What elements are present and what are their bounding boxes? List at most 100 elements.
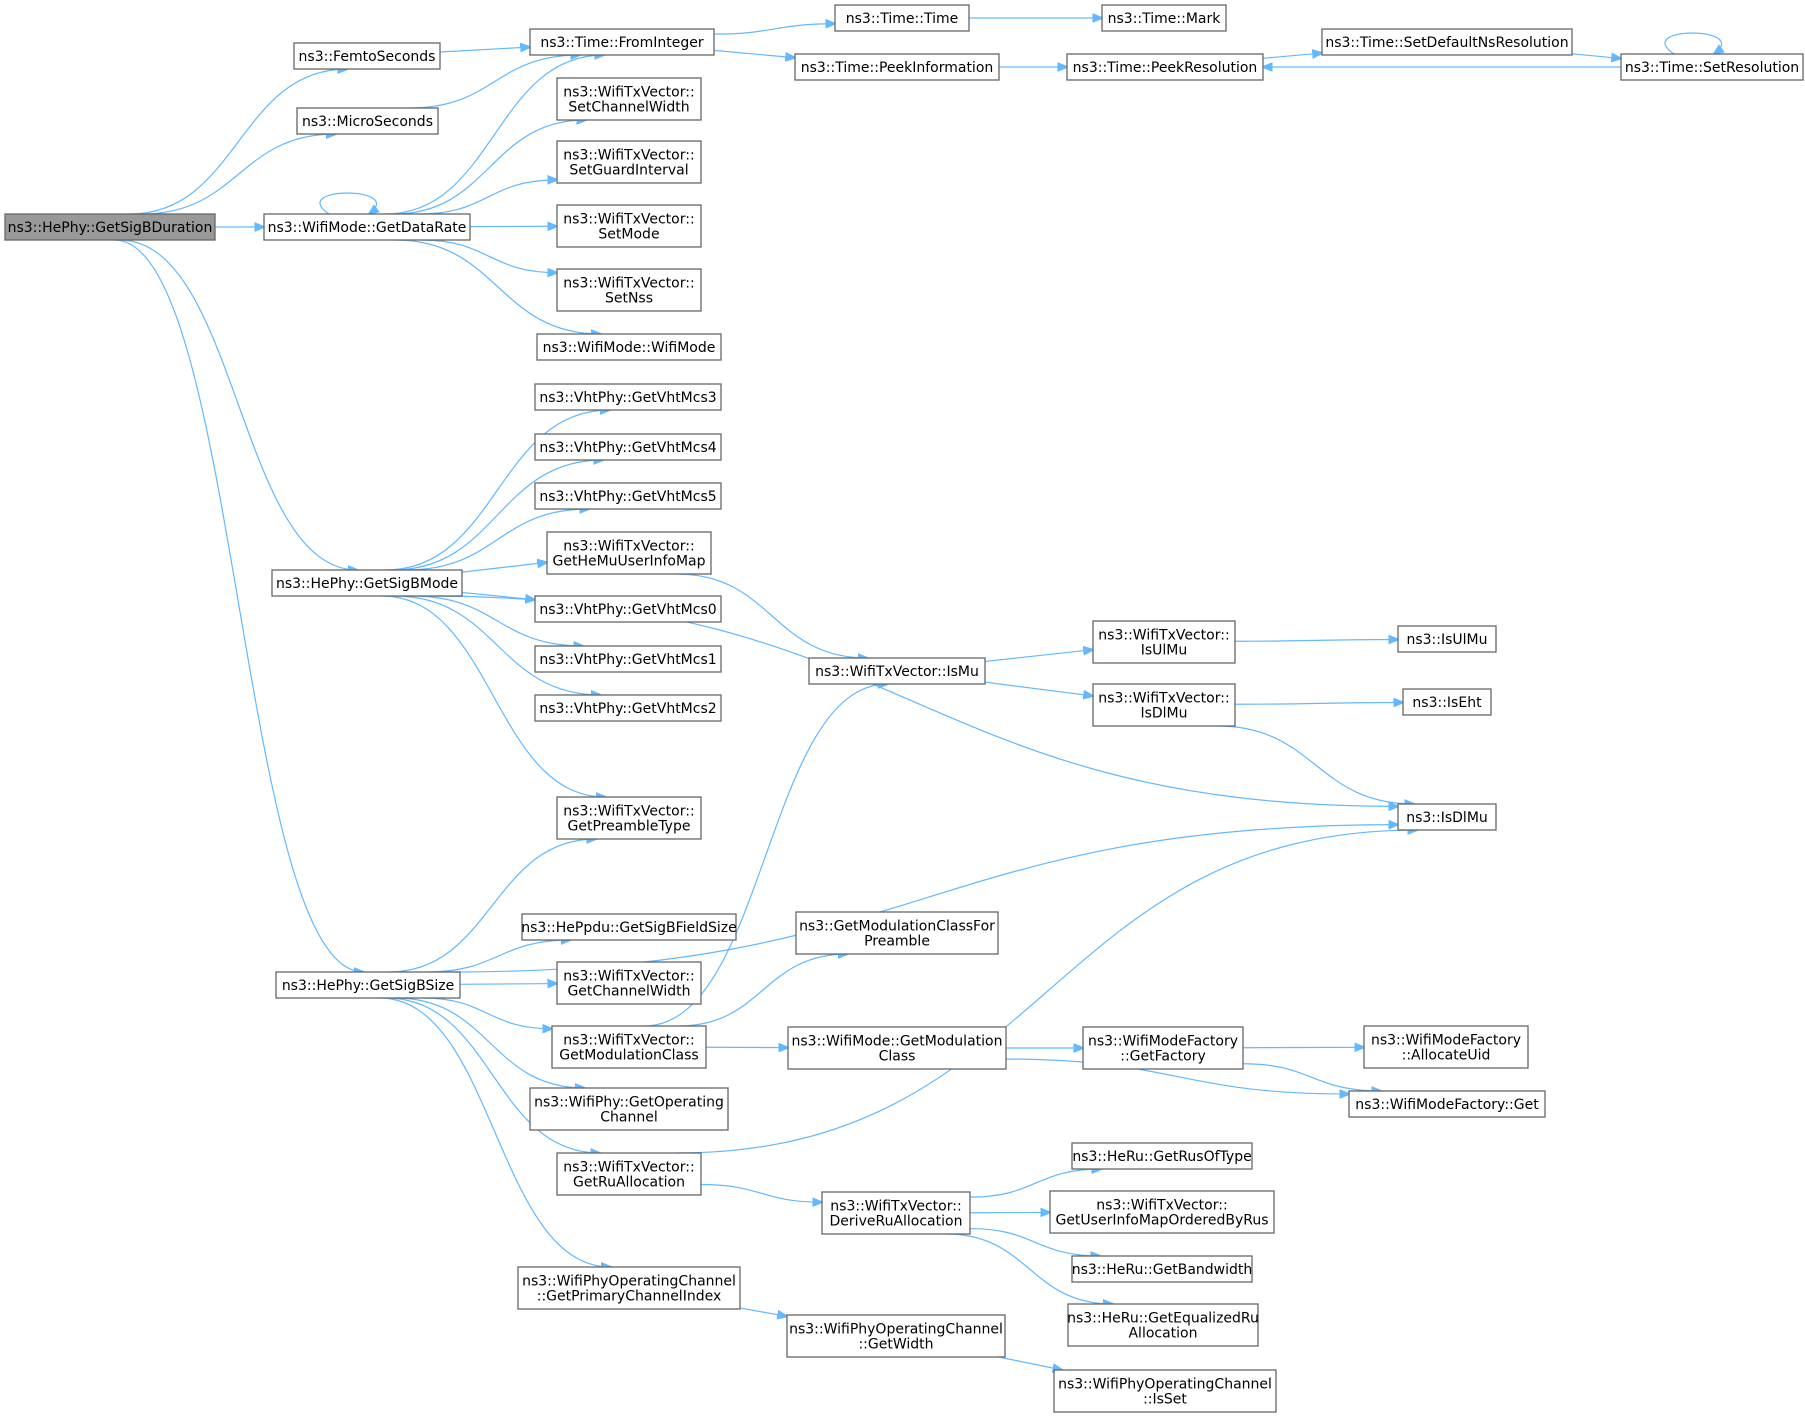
node-box[interactable] (1067, 1303, 1259, 1347)
node-box[interactable] (534, 433, 722, 461)
node-box[interactable] (534, 383, 722, 411)
node-getru[interactable]: ns3::WifiTxVector::GetRuAllocation (556, 1152, 702, 1196)
node-wmgetmod[interactable]: ns3::WifiMode::GetModulationClass (787, 1026, 1007, 1070)
node-box[interactable] (556, 140, 702, 184)
node-box[interactable] (1092, 620, 1236, 664)
node-setres[interactable]: ns3::Time::SetResolution (1620, 53, 1804, 81)
node-isset[interactable]: ns3::WifiPhyOperatingChannel::IsSet (1053, 1369, 1277, 1413)
node-box[interactable] (1066, 53, 1264, 81)
node-primidx[interactable]: ns3::WifiPhyOperatingChannel::GetPrimary… (517, 1266, 741, 1310)
node-box[interactable] (536, 333, 722, 361)
node-box[interactable] (808, 657, 986, 685)
node-wmfget[interactable]: ns3::WifiModeFactory::Get (1348, 1090, 1546, 1118)
node-box[interactable] (834, 4, 970, 32)
node-box[interactable] (556, 268, 702, 312)
node-box[interactable] (795, 911, 999, 955)
node-vht3[interactable]: ns3::VhtPhy::GetVhtMcs3 (534, 383, 722, 411)
node-box[interactable] (529, 1087, 729, 1131)
node-vht4[interactable]: ns3::VhtPhy::GetVhtMcs4 (534, 433, 722, 461)
node-peekres[interactable]: ns3::Time::PeekResolution (1066, 53, 1264, 81)
node-box[interactable] (1397, 625, 1497, 653)
node-getbw[interactable]: ns3::HeRu::GetBandwidth (1071, 1255, 1253, 1283)
node-sigbmode[interactable]: ns3::HePhy::GetSigBMode (271, 569, 463, 597)
node-allocuid[interactable]: ns3::WifiModeFactory::AllocateUid (1363, 1025, 1529, 1069)
node-box[interactable] (534, 482, 722, 510)
node-box[interactable] (534, 595, 722, 623)
node-sigbsize[interactable]: ns3::HePhy::GetSigBSize (275, 971, 461, 999)
node-box[interactable] (551, 1025, 707, 1069)
node-box[interactable] (787, 1026, 1007, 1070)
node-preamble[interactable]: ns3::WifiTxVector::GetPreambleType (556, 796, 702, 840)
node-box[interactable] (556, 961, 702, 1005)
node-box[interactable] (275, 971, 461, 999)
node-box[interactable] (521, 913, 737, 941)
node-box[interactable] (1092, 683, 1236, 727)
node-box[interactable] (263, 213, 471, 241)
node-setnss[interactable]: ns3::WifiTxVector::SetNss (556, 268, 702, 312)
node-vht0[interactable]: ns3::VhtPhy::GetVhtMcs0 (534, 595, 722, 623)
node-getuserinfo[interactable]: ns3::WifiTxVector::GetUserInfoMapOrdered… (1049, 1190, 1275, 1234)
node-mark[interactable]: ns3::Time::Mark (1101, 4, 1227, 32)
node-isulmu_v[interactable]: ns3::WifiTxVector::IsUlMu (1092, 620, 1236, 664)
node-box[interactable] (517, 1266, 741, 1310)
node-box[interactable] (1101, 4, 1227, 32)
node-box[interactable] (1082, 1026, 1244, 1070)
node-box[interactable] (4, 213, 216, 241)
node-timetime[interactable]: ns3::Time::Time (834, 4, 970, 32)
node-box[interactable] (296, 107, 439, 135)
node-ismu[interactable]: ns3::WifiTxVector::IsMu (808, 657, 986, 685)
node-box[interactable] (556, 1152, 702, 1196)
node-box[interactable] (529, 28, 715, 56)
node-box[interactable] (534, 645, 722, 673)
node-box[interactable] (1397, 803, 1497, 831)
node-box[interactable] (556, 77, 702, 121)
node-wifimode[interactable]: ns3::WifiMode::WifiMode (536, 333, 722, 361)
node-getwidth[interactable]: ns3::WifiPhyOperatingChannel::GetWidth (786, 1314, 1006, 1358)
node-box[interactable] (1053, 1369, 1277, 1413)
node-vht5[interactable]: ns3::VhtPhy::GetVhtMcs5 (534, 482, 722, 510)
node-vht2[interactable]: ns3::VhtPhy::GetVhtMcs2 (534, 694, 722, 722)
node-box[interactable] (1348, 1090, 1546, 1118)
node-box[interactable] (556, 796, 702, 840)
node-box[interactable] (271, 569, 463, 597)
node-isulmu[interactable]: ns3::IsUlMu (1397, 625, 1497, 653)
node-femto[interactable]: ns3::FemtoSeconds (293, 42, 441, 70)
node-box[interactable] (546, 531, 712, 575)
node-box[interactable] (1402, 688, 1492, 716)
node-getfactory[interactable]: ns3::WifiModeFactory::GetFactory (1082, 1026, 1244, 1070)
node-fromint[interactable]: ns3::Time::FromInteger (529, 28, 715, 56)
node-box[interactable] (786, 1314, 1006, 1358)
node-box[interactable] (293, 42, 441, 70)
node-getmodclass[interactable]: ns3::WifiTxVector::GetModulationClass (551, 1025, 707, 1069)
node-setgi[interactable]: ns3::WifiTxVector::SetGuardInterval (556, 140, 702, 184)
node-root[interactable]: ns3::HePhy::GetSigBDuration (4, 213, 216, 241)
node-setdefns[interactable]: ns3::Time::SetDefaultNsResolution (1321, 28, 1573, 56)
node-peekinfo[interactable]: ns3::Time::PeekInformation (794, 53, 1000, 81)
node-box[interactable] (1071, 1255, 1253, 1283)
node-box[interactable] (794, 53, 1000, 81)
node-getchw[interactable]: ns3::WifiTxVector::GetChannelWidth (556, 961, 702, 1005)
node-isdlmu[interactable]: ns3::IsDlMu (1397, 803, 1497, 831)
node-box[interactable] (1049, 1190, 1275, 1234)
node-iseht[interactable]: ns3::IsEht (1402, 688, 1492, 716)
node-box[interactable] (821, 1191, 971, 1235)
node-box[interactable] (1363, 1025, 1529, 1069)
node-box[interactable] (1321, 28, 1573, 56)
node-vht1[interactable]: ns3::VhtPhy::GetVhtMcs1 (534, 645, 722, 673)
node-sigbfield[interactable]: ns3::HePpdu::GetSigBFieldSize (521, 913, 737, 941)
node-deriveru[interactable]: ns3::WifiTxVector::DeriveRuAllocation (821, 1191, 971, 1235)
node-hemu[interactable]: ns3::WifiTxVector::GetHeMuUserInfoMap (546, 531, 712, 575)
node-datarate[interactable]: ns3::WifiMode::GetDataRate (263, 213, 471, 241)
node-micro[interactable]: ns3::MicroSeconds (296, 107, 439, 135)
node-setchw[interactable]: ns3::WifiTxVector::SetChannelWidth (556, 77, 702, 121)
node-box[interactable] (1620, 53, 1804, 81)
node-getrusoftype[interactable]: ns3::HeRu::GetRusOfType (1071, 1142, 1253, 1170)
node-box[interactable] (1071, 1142, 1253, 1170)
node-box[interactable] (534, 694, 722, 722)
node-setmode[interactable]: ns3::WifiTxVector::SetMode (556, 204, 702, 248)
node-box[interactable] (556, 204, 702, 248)
node-isdlmu_v[interactable]: ns3::WifiTxVector::IsDlMu (1092, 683, 1236, 727)
